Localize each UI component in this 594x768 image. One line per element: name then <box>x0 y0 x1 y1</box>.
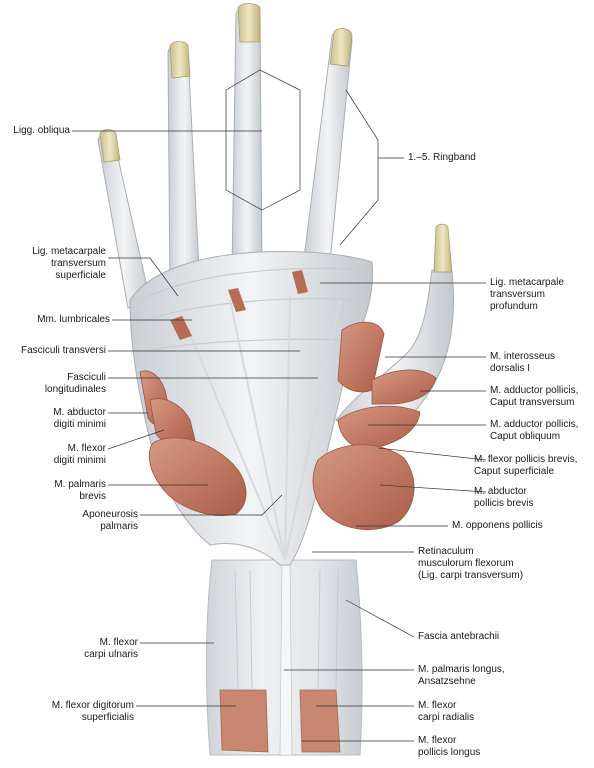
label-fasciculi-transversi: Fasciculi transversi <box>20 345 106 356</box>
label-mm-lumbricales: Mm. lumbricales <box>37 314 110 325</box>
label-ringband: 1.–5. Ringband <box>408 152 476 163</box>
fingers <box>97 3 353 309</box>
leader-lines <box>72 69 487 742</box>
label-m-palmaris-longus: M. palmaris longus,Ansatzsehne <box>418 664 505 687</box>
label-m-opponens-pollicis: M. opponens pollicis <box>452 520 543 531</box>
label-ligg-obliqua: Ligg. obliqua <box>13 125 70 136</box>
label-m-flexor-pollicis-brevis: M. flexor pollicis brevis,Caput superfic… <box>474 454 578 477</box>
label-m-adductor-pollicis-transversum: M. adductor pollicis,Caput transversum <box>490 385 579 408</box>
label-m-adductor-pollicis-obliquum: M. adductor pollicis,Caput obliquum <box>490 419 579 442</box>
thumb <box>335 223 454 449</box>
forearm <box>205 559 363 756</box>
thenar-muscles <box>312 321 437 530</box>
label-fascia-antebrachii: Fascia antebrachii <box>418 631 500 642</box>
hypothenar-muscles <box>139 370 247 516</box>
